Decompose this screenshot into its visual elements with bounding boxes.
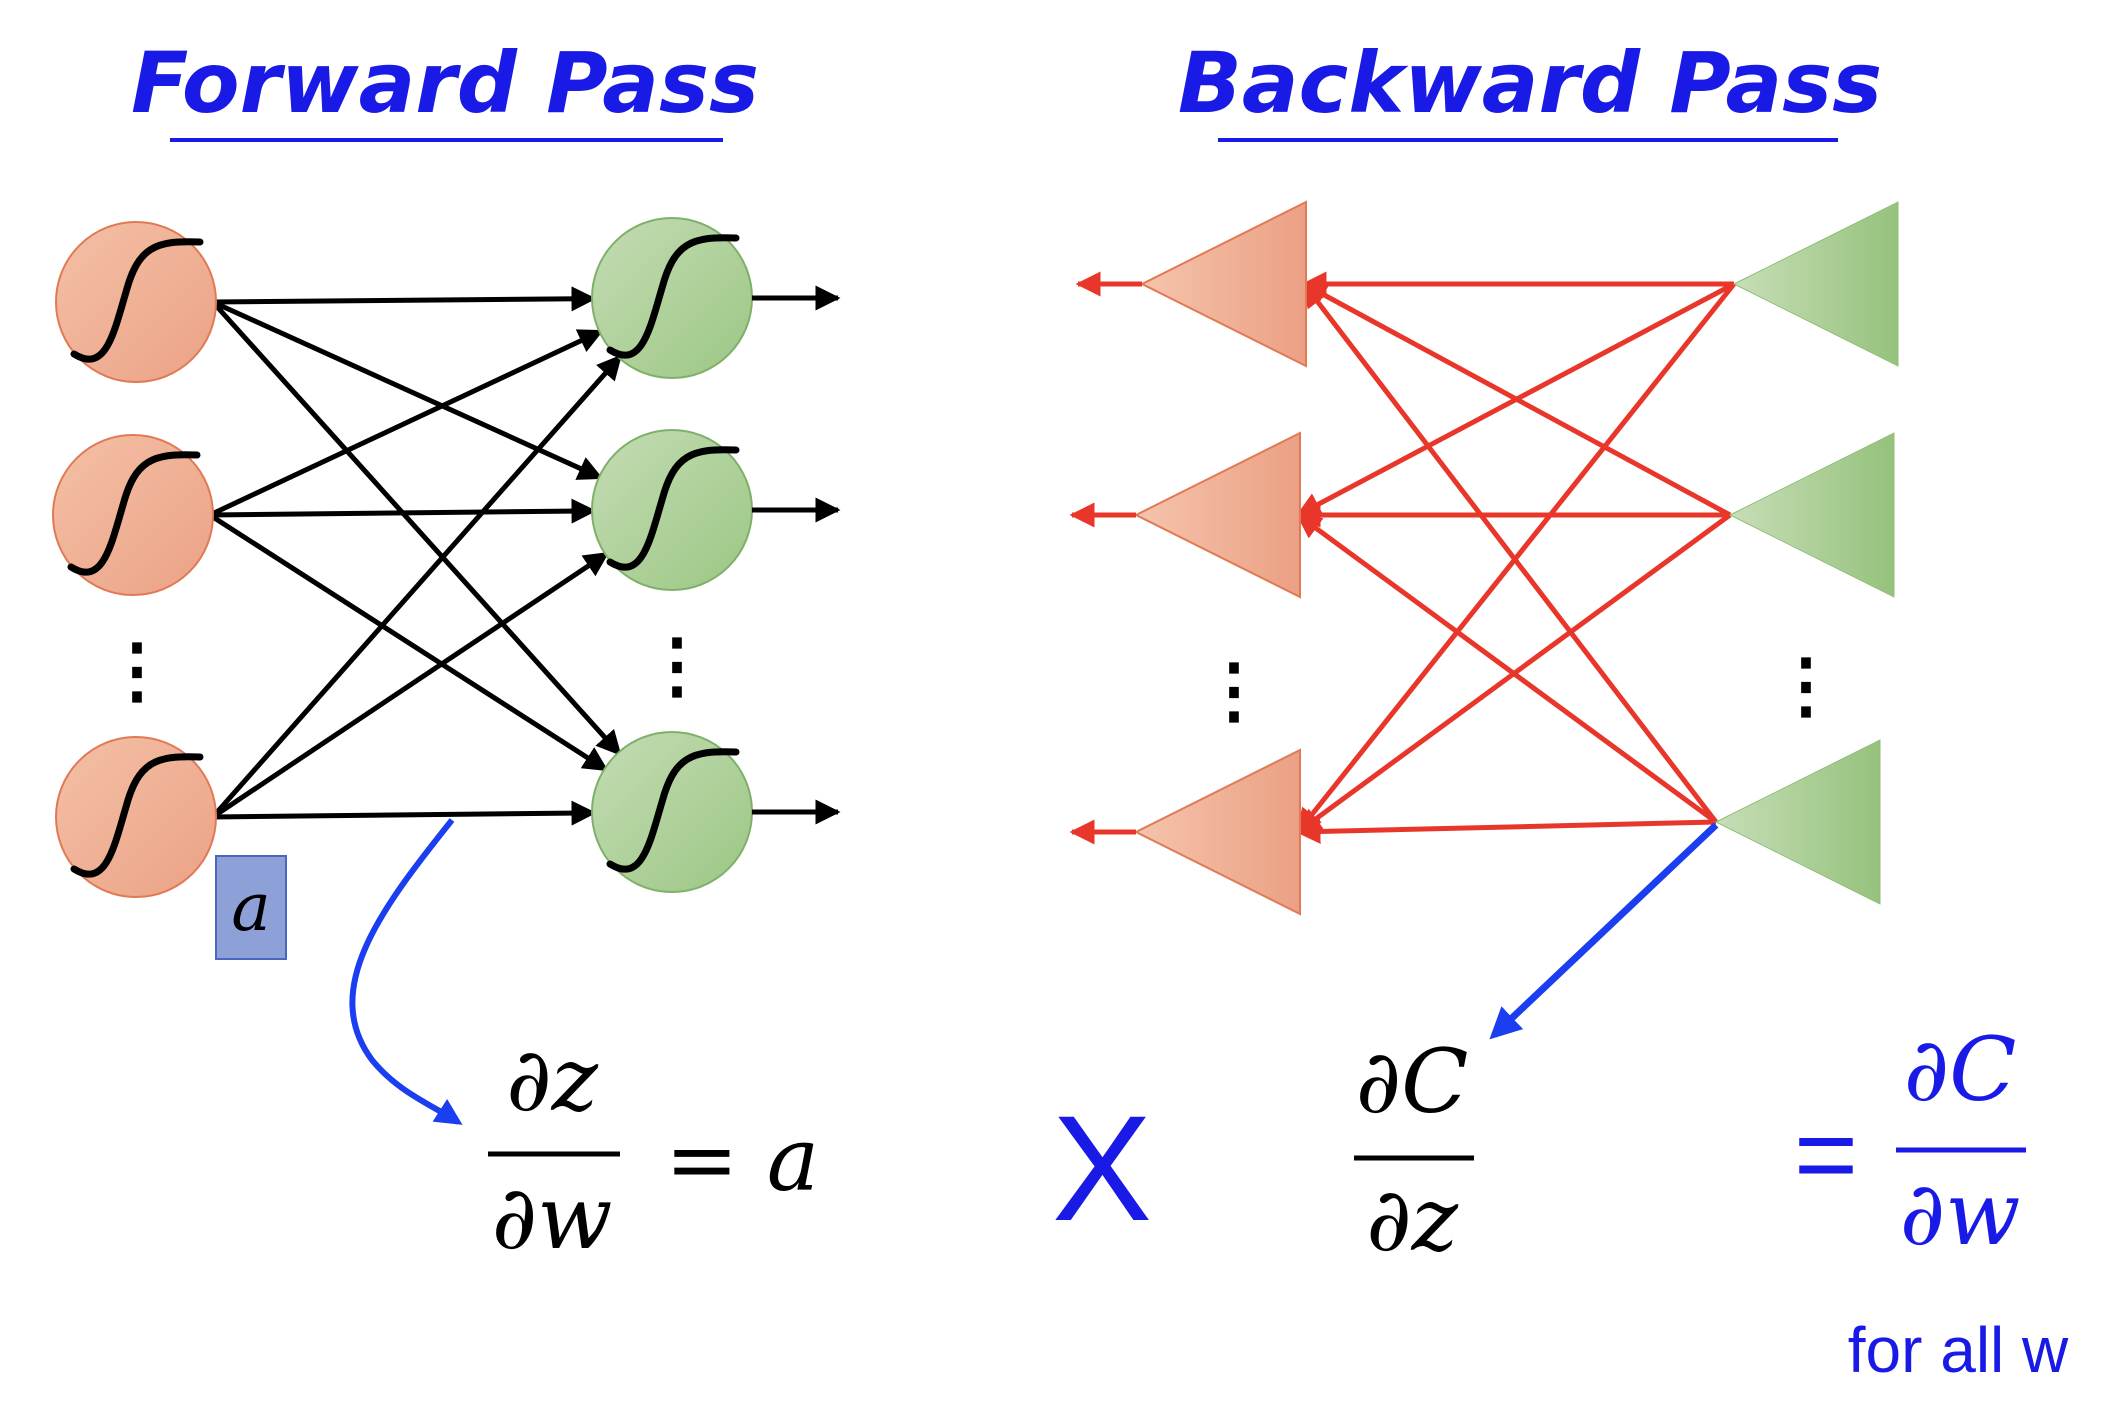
input-neuron-0 (55, 221, 217, 383)
forward-edge-2-1 (211, 551, 610, 820)
output-sigmoid-2 (606, 748, 740, 873)
result-equation: = ∂C ∂w for all w (1794, 1018, 2069, 1386)
dC-numerator: ∂C (1356, 1030, 1469, 1133)
forward-input-ellipsis: ⋮ (101, 631, 173, 711)
output-sigmoid-1 (606, 446, 740, 571)
forward-edge-1-2 (208, 512, 609, 772)
input-sigmoid-2 (70, 753, 204, 878)
result-dC-numerator: ∂C (1904, 1018, 2017, 1121)
backward-left-ellipsis: ⋮ (1198, 651, 1270, 731)
backward-left-triangle-0 (1139, 200, 1307, 368)
forward-edge-2-0 (210, 354, 623, 819)
backward-edge-1-0 (1301, 281, 1732, 518)
backward-edge-2-1 (1295, 512, 1718, 825)
forward-edge-1-1 (209, 498, 597, 524)
input-sigmoid-0 (70, 238, 204, 363)
forward-edge-2-2 (212, 800, 597, 826)
backward-right-ellipsis: ⋮ (1770, 646, 1842, 726)
result-dw-denominator: ∂w (1900, 1162, 2021, 1265)
forward-pass-title: Forward Pass (131, 34, 759, 132)
forward-output-arrows (752, 285, 841, 825)
for-all-w-caption: for all w (1848, 1314, 2069, 1386)
dw-denominator: ∂w (492, 1166, 613, 1269)
backward-right-triangle-1 (1728, 432, 1895, 598)
dz-numerator: ∂z (506, 1028, 599, 1131)
equals-a: = a (665, 1108, 819, 1211)
multiply-operator: X (1052, 1084, 1152, 1252)
result-equals: = (1794, 1093, 1858, 1216)
dz-denominator: ∂z (1366, 1168, 1459, 1271)
backward-edges (1295, 271, 1736, 844)
forward-edge-0-1 (211, 299, 604, 481)
backward-left-triangle-1 (1133, 431, 1301, 599)
activation-label-box (215, 855, 287, 960)
forward-equation: ∂z ∂w = a (488, 1028, 819, 1269)
backward-edge-2-2 (1295, 818, 1717, 844)
backward-nodes (1133, 200, 1899, 916)
activation-label: a (231, 869, 270, 946)
forward-edge-0-2 (210, 300, 622, 756)
backward-edge-2-0 (1302, 282, 1718, 824)
backward-output-arrows (1069, 271, 1142, 845)
input-neuron-1 (52, 434, 214, 596)
forward-output-ellipsis: ⋮ (641, 626, 713, 706)
backward-right-triangle-2 (1714, 739, 1881, 905)
output-sigmoid-0 (606, 234, 740, 359)
backward-equation: ∂C ∂z (1354, 1030, 1474, 1271)
backward-left-triangle-2 (1133, 748, 1301, 916)
backward-pointer-arrow (1489, 822, 1719, 1040)
backward-pass-title: Backward Pass (1178, 34, 1882, 132)
forward-edges (208, 286, 623, 826)
forward-nodes (52, 217, 753, 898)
input-sigmoid-1 (67, 451, 201, 576)
input-neuron-2 (55, 736, 217, 898)
forward-edge-1-0 (208, 328, 604, 518)
backward-right-triangle-0 (1732, 201, 1899, 367)
forward-edge-0-0 (212, 286, 597, 312)
forward-pointer-arrow (349, 818, 463, 1125)
